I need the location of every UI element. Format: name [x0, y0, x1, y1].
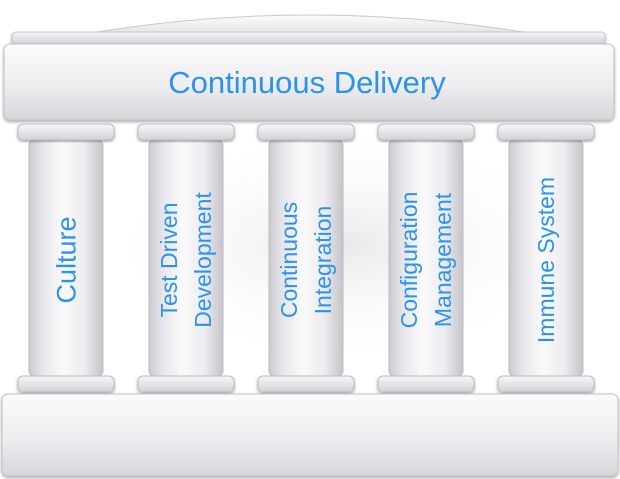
- base-slab: [1, 393, 619, 477]
- pillar-label-line: Culture: [51, 216, 81, 303]
- pillars: Culture Test Driven Development Continuous I…: [17, 123, 595, 393]
- pillar-capital: [497, 123, 595, 141]
- pillar-label: Configuration Management: [396, 192, 456, 329]
- pillar-capital: [17, 123, 115, 141]
- pillar-capital: [377, 123, 475, 141]
- roof-slab: [3, 43, 615, 121]
- pillar-base: [377, 375, 475, 393]
- roof-title: Continuous Delivery: [168, 65, 446, 100]
- pillar-capital: [257, 123, 355, 141]
- pillar-2: Test Driven Development: [137, 123, 235, 393]
- pillar-3: Continuous Integration: [257, 123, 355, 393]
- pillar-label: Continuous Integration: [276, 202, 336, 318]
- pillar-label-line: Integration: [310, 206, 336, 315]
- pillar-label-line: Management: [430, 192, 456, 327]
- pillar-5: Immune System: [497, 123, 595, 393]
- pillar-label-line: Continuous: [276, 202, 302, 318]
- pillar-base: [137, 375, 235, 393]
- pillar-label: Test Driven Development: [156, 192, 216, 328]
- pillar-1: Culture: [17, 123, 115, 393]
- pillar-label: Culture: [51, 216, 81, 303]
- pillar-label-line: Immune System: [533, 177, 559, 343]
- pillar-label-line: Test Driven: [156, 202, 182, 317]
- pillar-label-line: Development: [190, 192, 216, 328]
- roof-top-strip: [11, 31, 606, 45]
- pillar-base: [257, 375, 355, 393]
- pillar-4: Configuration Management: [377, 123, 475, 393]
- pillar-capital: [137, 123, 235, 141]
- pillar-label: Immune System: [533, 177, 559, 343]
- pillar-label-line: Configuration: [396, 192, 422, 329]
- pillar-base: [17, 375, 115, 393]
- pillar-base: [497, 375, 595, 393]
